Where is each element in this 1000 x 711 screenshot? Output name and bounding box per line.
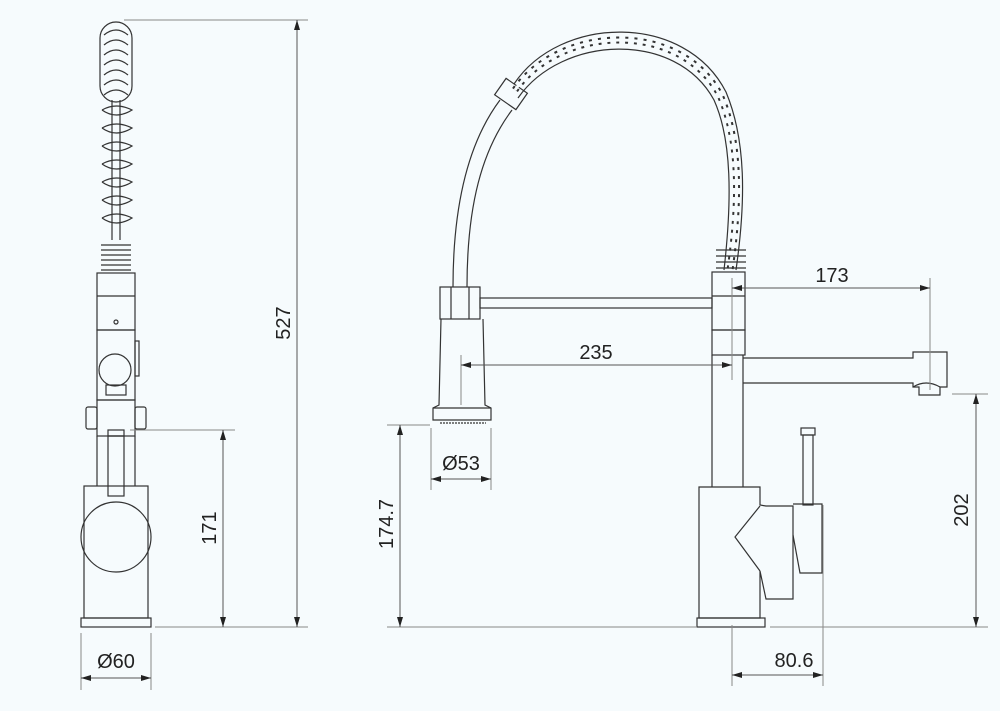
column-top: [711, 271, 746, 331]
dim-handle-height: 171: [199, 511, 221, 544]
front-view: [432, 31, 948, 628]
handle-knob-side: [80, 501, 152, 573]
dim-sprayer-diameter: Ø53: [442, 453, 480, 475]
dim-sprayer-reach: 235: [579, 342, 612, 364]
side-dimensions: [80, 19, 308, 690]
sprayer-head-front: [432, 318, 492, 421]
spout: [743, 351, 948, 396]
sprayer-head-side: [96, 272, 136, 331]
dim-total-height: 527: [273, 306, 295, 339]
hose-left: [452, 99, 501, 288]
base-body-side: [83, 485, 149, 619]
side-view: [80, 21, 152, 628]
handle-lever-front: [792, 503, 823, 574]
front-dimensions: [387, 278, 988, 686]
dim-handle-offset: 80.6: [775, 650, 814, 672]
spring-coil-front: [512, 36, 741, 271]
dim-spout-height: 202: [951, 493, 973, 526]
sprayer-arm: [479, 297, 713, 309]
dim-sprayer-height: 174.7: [376, 499, 398, 549]
dim-spout-reach: 173: [815, 265, 848, 287]
dim-base-diameter: Ø60: [97, 651, 135, 673]
spring-coil-side: [99, 21, 134, 271]
